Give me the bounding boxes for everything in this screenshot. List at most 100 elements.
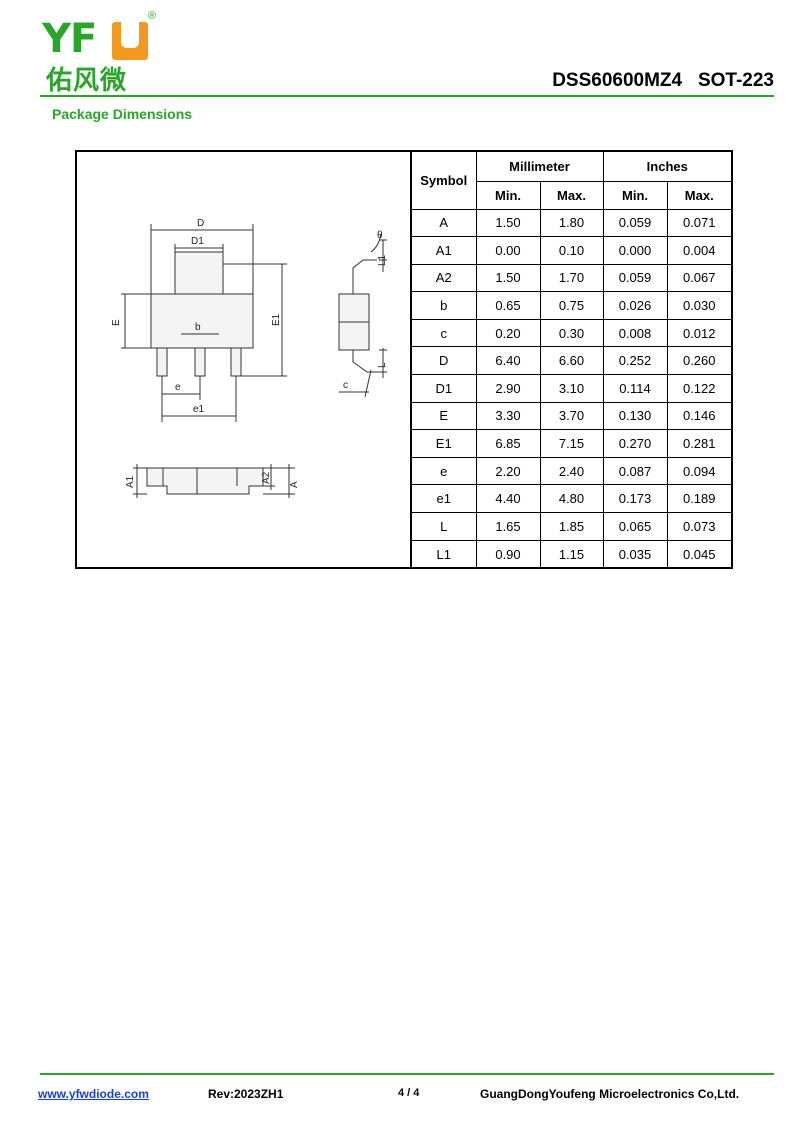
logo-w-mark — [112, 22, 148, 60]
cell-mm-min: 0.65 — [475, 291, 541, 320]
part-number: DSS60600MZ4 — [552, 70, 683, 91]
cell-symbol: D — [412, 346, 477, 376]
logo-letters: YF — [42, 16, 97, 62]
cell-in-max: 0.260 — [666, 346, 731, 376]
cell-in-max: 0.071 — [666, 208, 731, 238]
cell-in-min: 0.114 — [602, 374, 668, 403]
footer-rule — [40, 1073, 774, 1075]
in-max-header: Max. — [666, 180, 731, 210]
cell-in-min: 0.008 — [602, 318, 668, 348]
cell-mm-max: 4.80 — [539, 484, 604, 514]
cell-mm-min: 0.90 — [475, 539, 541, 568]
cell-in-max: 0.122 — [666, 374, 731, 403]
company-logo: YF ® 佑风微 — [40, 10, 165, 96]
label-b: b — [195, 322, 201, 333]
document-title: DSS60600MZ4 SOT-223 — [552, 70, 774, 92]
cell-mm-max: 0.10 — [539, 236, 604, 265]
cell-symbol: e — [412, 456, 477, 486]
cell-symbol: L — [412, 512, 477, 541]
label-c: c — [343, 380, 348, 391]
dimensions-table: Symbol Millimeter Inches Min. Max. Min. … — [412, 152, 731, 568]
cell-mm-min: 0.20 — [475, 318, 541, 348]
cell-in-min: 0.059 — [602, 208, 668, 238]
cell-in-max: 0.004 — [666, 236, 731, 265]
cell-in-max: 0.189 — [666, 484, 731, 514]
cell-in-max: 0.045 — [666, 539, 731, 568]
label-A: A — [289, 481, 300, 488]
package-name: SOT-223 — [697, 70, 774, 91]
package-drawing: D D1 E E1 b e e1 θ L1 c L A1 A2 A — [77, 152, 412, 567]
cell-symbol: b — [412, 291, 477, 320]
cell-in-min: 0.026 — [602, 291, 668, 320]
cell-in-min: 0.059 — [602, 263, 668, 293]
header-rule — [40, 95, 774, 97]
cell-symbol: A1 — [412, 236, 477, 265]
cell-symbol: c — [412, 318, 477, 348]
cell-mm-max: 0.75 — [539, 291, 604, 320]
mm-max-header: Max. — [539, 180, 604, 210]
cell-mm-max: 7.15 — [539, 429, 604, 458]
cell-symbol: e1 — [412, 484, 477, 514]
cell-mm-min: 2.90 — [475, 374, 541, 403]
cell-mm-max: 3.10 — [539, 374, 604, 403]
cell-mm-max: 1.85 — [539, 512, 604, 541]
cell-in-min: 0.252 — [602, 346, 668, 376]
website-link[interactable]: www.yfwdiode.com — [38, 1087, 149, 1101]
label-E: E — [111, 319, 122, 326]
cell-symbol: A2 — [412, 263, 477, 293]
cell-mm-min: 1.50 — [475, 263, 541, 293]
cell-in-max: 0.094 — [666, 456, 731, 486]
section-title: Package Dimensions — [52, 106, 193, 122]
logo-chinese-name: 佑风微 — [46, 66, 128, 96]
label-L1: L1 — [377, 254, 388, 266]
cell-mm-max: 1.80 — [539, 208, 604, 238]
cell-mm-min: 0.00 — [475, 236, 541, 265]
label-D: D — [197, 218, 204, 229]
cell-in-min: 0.000 — [602, 236, 668, 265]
label-E1: E1 — [271, 313, 282, 326]
label-e: e — [175, 382, 181, 393]
cell-mm-max: 1.70 — [539, 263, 604, 293]
cell-mm-max: 1.15 — [539, 539, 604, 568]
cell-mm-min: 3.30 — [475, 401, 541, 431]
cell-mm-min: 6.85 — [475, 429, 541, 458]
cell-in-min: 0.065 — [602, 512, 668, 541]
cell-mm-min: 6.40 — [475, 346, 541, 376]
company-name: GuangDongYoufeng Microelectronics Co,Ltd… — [480, 1087, 740, 1101]
inches-header: Inches — [602, 152, 731, 182]
cell-in-min: 0.130 — [602, 401, 668, 431]
cell-in-max: 0.067 — [666, 263, 731, 293]
label-L: L — [377, 362, 388, 368]
registered-mark: ® — [148, 10, 157, 22]
cell-mm-min: 4.40 — [475, 484, 541, 514]
millimeter-header: Millimeter — [475, 152, 604, 182]
label-D1: D1 — [191, 236, 204, 247]
cell-in-min: 0.173 — [602, 484, 668, 514]
label-A2: A2 — [261, 471, 272, 484]
label-theta: θ — [377, 230, 383, 241]
cell-mm-min: 2.20 — [475, 456, 541, 486]
symbol-header: Symbol — [412, 152, 477, 210]
cell-in-max: 0.281 — [666, 429, 731, 458]
revision-text: Rev:2023ZH1 — [208, 1087, 284, 1101]
cell-in-max: 0.146 — [666, 401, 731, 431]
cell-in-max: 0.012 — [666, 318, 731, 348]
cell-symbol: A — [412, 208, 477, 238]
cell-mm-min: 1.50 — [475, 208, 541, 238]
page-number: 4 / 4 — [398, 1087, 420, 1099]
cell-mm-max: 6.60 — [539, 346, 604, 376]
dimensions-frame: D D1 E E1 b e e1 θ L1 c L A1 A2 A Symbol — [75, 150, 733, 569]
label-e1: e1 — [193, 404, 205, 415]
